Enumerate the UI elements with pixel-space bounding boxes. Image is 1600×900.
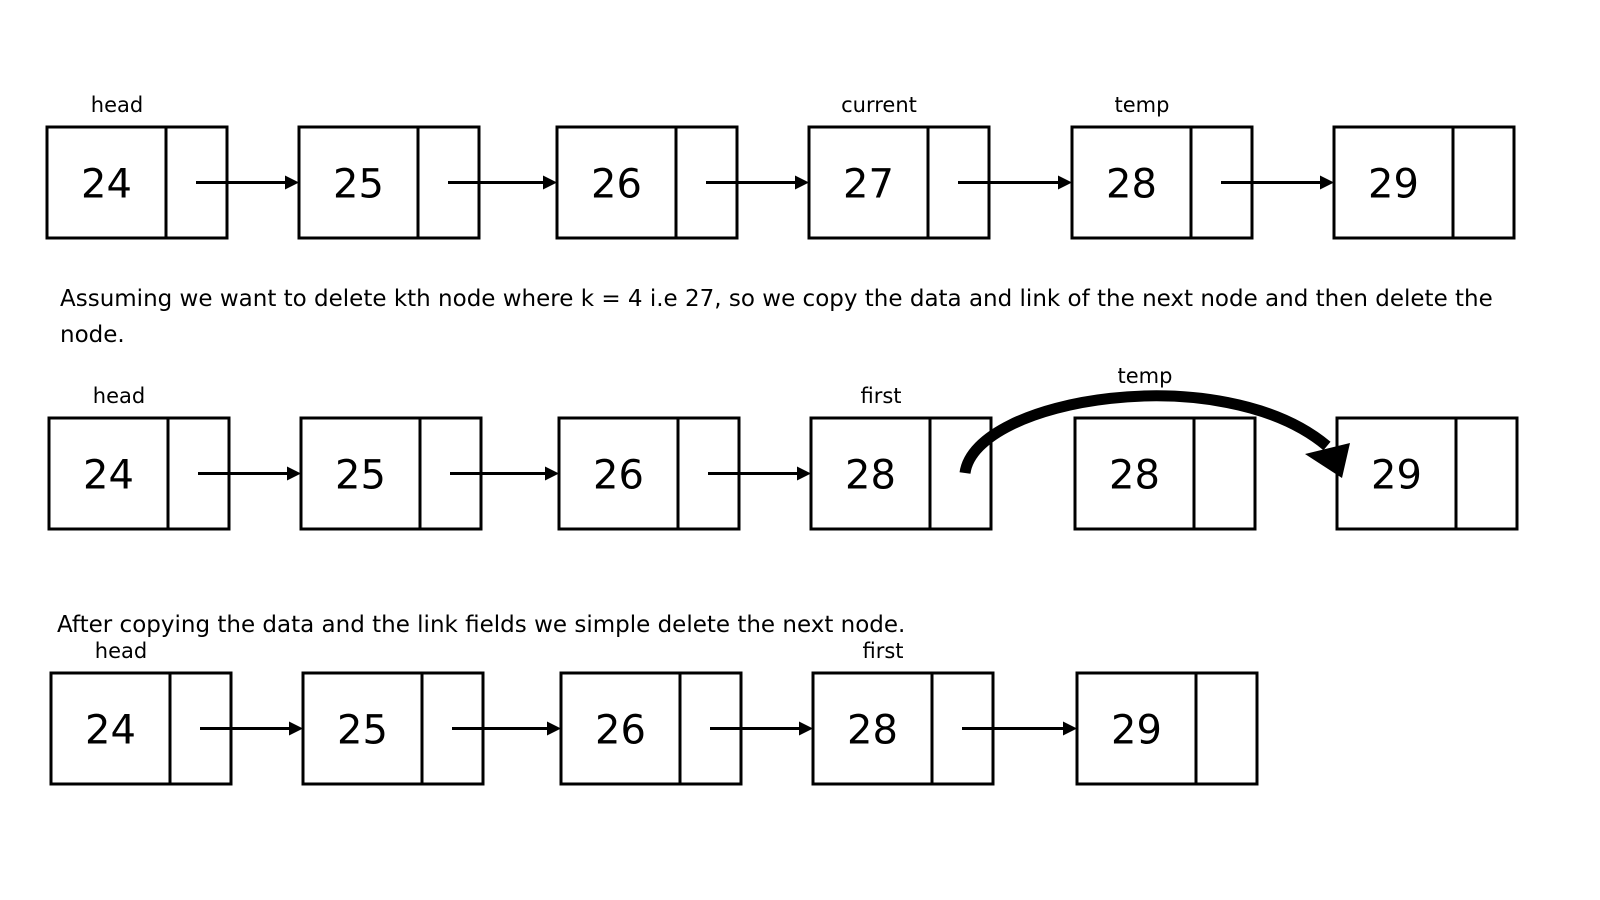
link-arrow (450, 466, 559, 481)
node-value: 29 (1111, 708, 1162, 754)
pointer-label-head: head (91, 93, 143, 117)
node-value: 25 (337, 708, 388, 754)
node-box (1332, 125, 1516, 240)
link-arrow (708, 466, 811, 481)
list-node: 29 (1075, 671, 1259, 786)
list-node: 28 (1070, 125, 1254, 240)
link-arrow (196, 175, 299, 190)
node-value: 26 (591, 162, 642, 208)
link-arrow (448, 175, 557, 190)
node-value: 26 (593, 453, 644, 499)
list-row-1: 24 25 26 27 28 29 head current temp (45, 93, 1516, 240)
node-value: 28 (847, 708, 898, 754)
node-value: 25 (333, 162, 384, 208)
node-value: 27 (843, 162, 894, 208)
node-value: 24 (81, 162, 132, 208)
link-arrow (198, 466, 301, 481)
pointer-label-head: head (93, 384, 145, 408)
pointer-label-current: current (841, 93, 917, 117)
bypass-link-arrow (959, 390, 1350, 478)
list-node: 26 (555, 125, 739, 240)
node-box (1073, 416, 1257, 531)
pointer-label-first: first (862, 639, 903, 663)
node-value: 24 (83, 453, 134, 499)
pointer-label-temp: temp (1118, 364, 1173, 388)
list-row-2: 24 25 26 28 28 29 head first temp (47, 364, 1519, 531)
node-value: 25 (335, 453, 386, 499)
node-box (1335, 416, 1519, 531)
link-arrow (962, 721, 1077, 736)
node-value: 24 (85, 708, 136, 754)
caption-copy-step: Assuming we want to delete kth node wher… (60, 286, 1493, 348)
link-arrow (1221, 175, 1334, 190)
caption-delete-step: After copying the data and the link fiel… (57, 612, 906, 638)
list-node: 29 (1335, 416, 1519, 531)
node-value: 28 (1106, 162, 1157, 208)
link-arrow (452, 721, 561, 736)
node-value: 26 (595, 708, 646, 754)
node-box (1075, 671, 1259, 786)
list-node: 25 (297, 125, 481, 240)
pointer-label-first: first (860, 384, 901, 408)
link-arrow (958, 175, 1072, 190)
node-value: 29 (1368, 162, 1419, 208)
list-node: 28 (1073, 416, 1257, 531)
pointer-label-temp: temp (1115, 93, 1170, 117)
node-value: 28 (1109, 453, 1160, 499)
node-value: 29 (1371, 453, 1422, 499)
pointer-label-head: head (95, 639, 147, 663)
node-value: 28 (845, 453, 896, 499)
link-arrow (200, 721, 303, 736)
link-arrow (706, 175, 809, 190)
list-node: 29 (1332, 125, 1516, 240)
link-arrow (710, 721, 813, 736)
node-box (809, 416, 993, 531)
list-row-3: 24 25 26 28 29 head first (49, 639, 1259, 786)
list-node: 28 (811, 671, 995, 786)
list-node: 28 (809, 416, 993, 531)
